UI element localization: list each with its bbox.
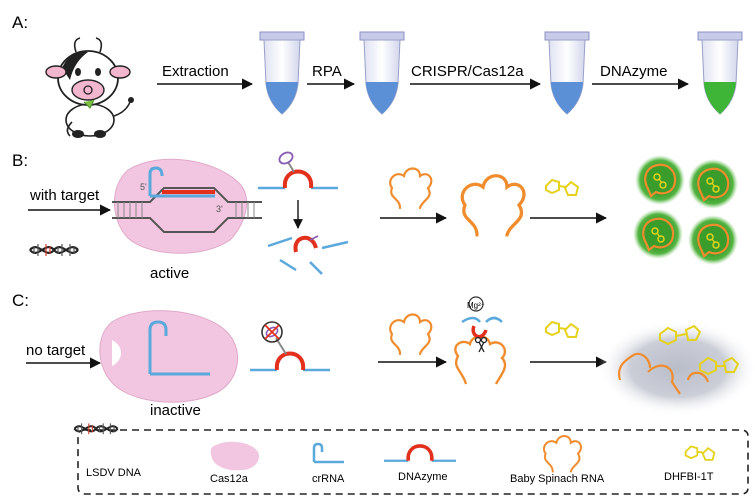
spinach-rna-small-b [389,167,433,210]
dnazyme-intact [256,151,340,190]
state-active: active [150,265,189,282]
state-inactive: inactive [150,402,201,419]
spinach-cleavage: Mg²⁺ [454,296,507,385]
dnazyme-blocked [248,321,332,372]
cow-icon [45,37,134,138]
dye-molecule-icon [684,445,716,461]
spinach-rna-large-b [460,174,526,237]
nonfluorescent-mixture [598,320,755,416]
dnazyme-icon [382,444,458,463]
condition-no-target: no target [26,342,86,359]
spinach-rna-icon [542,435,582,473]
strand-end-5: 5' [140,182,147,192]
tube-icon-3 [544,31,590,115]
scissors-icon [474,336,488,353]
panel-c-label: C: [12,291,29,310]
panel-b-label: B: [12,151,28,170]
lsdv-dna-icon [28,242,80,258]
step-label-dnazyme: DNAzyme [600,63,668,80]
legend-label-cas12a: Cas12a [210,473,249,485]
legend-label-lsdv-dna: LSDV DNA [86,467,142,479]
spinach-rna-small-c [389,313,433,356]
condition-with-target: with target [29,187,100,204]
fluorescent-complex-3 [631,207,685,261]
cas12a-protein-icon [210,441,260,471]
panel-a: A: Extraction RPA CRISPR/Cas12 [12,13,743,138]
legend-label-dnazyme: DNAzyme [398,471,448,483]
legend-label-dhfbi: DHFBI-1T [664,471,714,483]
panel-b: B: with target 5' 3' active [12,151,740,282]
step-label-extraction: Extraction [162,63,229,80]
step-label-crispr: CRISPR/Cas12a [411,63,524,80]
dye-molecule-b [545,179,579,196]
legend: LSDV DNA Cas12a crRNA DNAzyme Baby Spina… [73,422,749,495]
cas12a-active-complex: 5' 3' [112,158,262,254]
dna-helix-icon [73,422,119,436]
strand-end-3: 3' [216,204,223,214]
mg-ion-label: Mg²⁺ [467,301,485,310]
dnazyme-fragments [267,235,349,275]
legend-label-spinach-rna: Baby Spinach RNA [510,473,605,485]
crrna-icon [312,442,344,464]
step-label-rpa: RPA [312,63,342,80]
fluorescent-complex-1 [633,153,687,207]
legend-label-crrna: crRNA [312,473,345,485]
dye-molecule-c [545,321,579,338]
cas12a-inactive [99,310,239,403]
tube-icon-4 [697,31,743,115]
panel-c: C: no target inactive [12,291,755,419]
fluorescent-complex-2 [686,157,740,211]
tube-icon-1 [259,31,305,115]
panel-a-label: A: [12,13,28,32]
tube-icon-2 [359,31,405,115]
fluorescent-complex-4 [686,213,740,267]
fluorescent-complex-group [631,153,740,267]
